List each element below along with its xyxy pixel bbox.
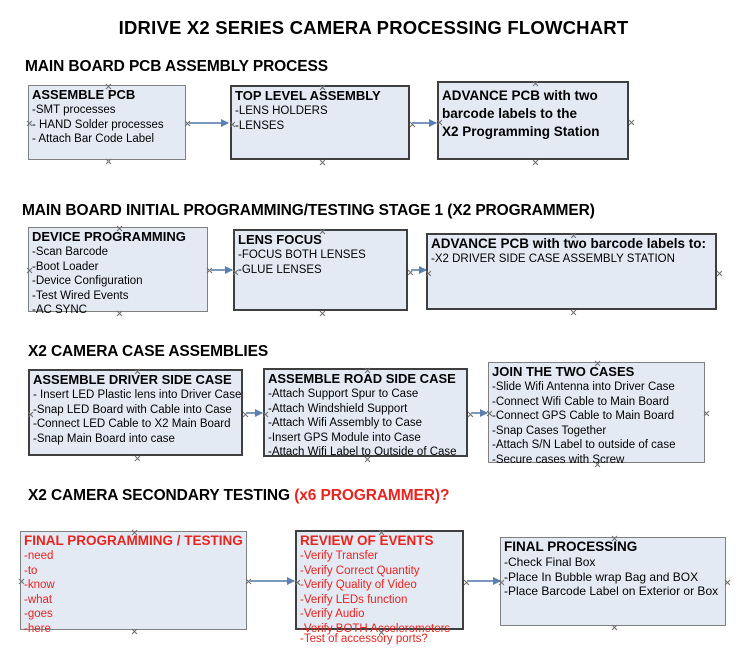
node-final-processing[interactable]: FINAL PROCESSING -Check Final Box -Place… xyxy=(500,537,726,626)
connection-handle-bottom[interactable] xyxy=(134,455,141,462)
node-line: -Device Configuration xyxy=(32,275,143,287)
node-line: -Verify LEDs function xyxy=(300,593,408,606)
node-line: -Scan Barcode xyxy=(32,246,109,258)
node-line: -Verify BOTH Accelerometers xyxy=(300,622,451,635)
node-line: - Insert LED Plastic lens into Driver Ca… xyxy=(33,389,242,401)
node-line: -LENSES xyxy=(235,119,285,132)
connection-handle-top[interactable] xyxy=(532,80,539,87)
node-line: -LENS HOLDERS xyxy=(235,105,328,117)
node-line: -need xyxy=(24,550,54,562)
node-line: -Place In Bubble wrap Bag and BOX xyxy=(504,569,699,584)
connection-handle-left[interactable] xyxy=(425,270,432,277)
node-line: -know xyxy=(24,579,55,591)
node-line: -Verify Quality of Video xyxy=(300,579,417,591)
node-title: DEVICE PROGRAMMING xyxy=(32,229,186,244)
node-line: -Attach S/N Label to outside of case xyxy=(492,439,676,451)
connector-device-programming-to-lens-focus xyxy=(211,265,233,274)
node-line: -Connect Wifi Cable to Main Board xyxy=(492,395,670,408)
connection-handle-bottom[interactable] xyxy=(532,159,539,166)
node-line: -Snap LED Board with Cable into Case xyxy=(33,403,232,416)
node-line: -AC SYNC xyxy=(32,304,87,316)
node-line: -X2 DRIVER SIDE CASE ASSEMBLY STATION xyxy=(431,253,675,265)
node-join-the-two-cases[interactable]: JOIN THE TWO CASES -Slide Wifi Antenna i… xyxy=(488,362,705,466)
connection-handle-bottom[interactable] xyxy=(319,159,326,166)
node-overflow-line: -Test of accessory ports? xyxy=(300,633,428,645)
connection-handle-bottom[interactable] xyxy=(570,309,577,316)
section-heading-text: MAIN BOARD INITIAL PROGRAMMING/TESTING S… xyxy=(22,202,595,219)
node-final-programming-testing[interactable]: FINAL PROGRAMMING / TESTING -need -to -k… xyxy=(20,531,247,635)
node-line: - Attach Bar Code Label xyxy=(32,133,155,145)
node-title: REVIEW OF EVENTS xyxy=(300,533,434,548)
node-device-programming[interactable]: DEVICE PROGRAMMING -Scan Barcode -Boot L… xyxy=(28,227,208,316)
node-line: -Secure cases with Screw xyxy=(492,453,625,466)
node-line: -Verify Audio xyxy=(300,608,365,620)
connector-lens-focus-to-advance-pcb xyxy=(411,265,427,274)
connection-handle-bottom[interactable] xyxy=(319,310,326,317)
connection-handle-right[interactable] xyxy=(716,270,723,277)
node-top-level-assembly[interactable]: TOP LEVEL ASSEMBLY -LENS HOLDERS -LENSES xyxy=(230,85,410,160)
node-line: -Attach Wifi Label to Outside of Case xyxy=(268,446,457,458)
node-line: -Attach Wifi Assembly to Case xyxy=(268,417,423,429)
node-line: barcode labels to the xyxy=(442,106,578,121)
node-line: -Boot Loader xyxy=(32,260,99,273)
connection-handle-right[interactable] xyxy=(628,119,635,126)
node-assemble-driver-side-case[interactable]: ASSEMBLE DRIVER SIDE CASE - Insert LED P… xyxy=(28,369,243,456)
node-title: ASSEMBLE DRIVER SIDE CASE xyxy=(33,372,232,387)
node-title: ASSEMBLE ROAD SIDE CASE xyxy=(268,371,456,386)
node-title: ASSEMBLE PCB xyxy=(32,87,136,102)
node-line: -Attach Windshield Support xyxy=(268,402,408,415)
page-title: IDRIVE X2 SERIES CAMERA PROCESSING FLOWC… xyxy=(118,17,629,38)
node-line: -Snap Main Board into case xyxy=(33,432,175,445)
section-heading-accent: (x6 PROGRAMMER)? xyxy=(294,487,450,504)
node-assemble-pcb[interactable]: ASSEMBLE PCB -SMT processes - HAND Solde… xyxy=(28,85,186,160)
section-heading-x2-camera-secondary-testing: X2 CAMERA SECONDARY TESTING (x6 PROGRAMM… xyxy=(28,487,449,505)
node-line: -Attach Support Spur to Case xyxy=(268,388,419,400)
node-advance-pcb-to-driver-side-case[interactable]: ADVANCE PCB with two barcode labels to: … xyxy=(426,233,717,310)
node-line: -Place Barcode Label on Exterior or Box xyxy=(504,584,719,598)
node-line: -SMT processes xyxy=(32,104,116,116)
node-title: LENS FOCUS xyxy=(238,232,322,247)
node-title: ADVANCE PCB with two barcode labels to: xyxy=(431,236,707,251)
connector-driver-side-to-road-side xyxy=(246,408,263,417)
node-advance-pcb-to-programming-station[interactable]: ADVANCE PCB with two barcode labels to t… xyxy=(437,81,629,160)
node-assemble-road-side-case[interactable]: ASSEMBLE ROAD SIDE CASE -Attach Support … xyxy=(263,368,468,458)
node-line: -Verify Transfer xyxy=(300,550,378,562)
node-line: -Insert GPS Module into Case xyxy=(268,431,421,444)
node-lens-focus[interactable]: LENS FOCUS -FOCUS BOTH LENSES -GLUE LENS… xyxy=(233,229,408,311)
node-title: TOP LEVEL ASSEMBLY xyxy=(235,88,381,103)
connector-review-of-events-to-final-processing xyxy=(467,576,501,585)
section-heading-text: X2 CAMERA CASE ASSEMBLIES xyxy=(28,343,269,360)
section-heading-x2-camera-case-assemblies: X2 CAMERA CASE ASSEMBLIES xyxy=(28,343,268,361)
section-heading-text: X2 CAMERA SECONDARY TESTING xyxy=(28,487,295,504)
node-title: FINAL PROGRAMMING / TESTING xyxy=(24,533,243,548)
node-title: ADVANCE PCB with two xyxy=(442,88,598,103)
node-line: -Connect GPS Cable to Main Board xyxy=(492,410,675,422)
node-line: -Verify Correct Quantity xyxy=(300,564,420,577)
connector-final-programming-to-review-of-events xyxy=(250,576,295,585)
connector-road-side-to-join-cases xyxy=(471,408,488,417)
connection-handle-bottom[interactable] xyxy=(105,158,112,165)
node-title: JOIN THE TWO CASES xyxy=(492,364,635,379)
node-line: -to xyxy=(24,564,38,577)
section-heading-main-board-pcb-assembly: MAIN BOARD PCB ASSEMBLY PROCESS xyxy=(25,58,328,76)
node-line: -Test Wired Events xyxy=(32,289,129,302)
node-line: -Snap Cases Together xyxy=(492,424,607,437)
connection-handle-bottom[interactable] xyxy=(611,624,618,631)
node-title: FINAL PROCESSING xyxy=(504,539,638,554)
node-line: -Slide Wifi Antenna into Driver Case xyxy=(492,381,675,393)
node-line: - HAND Solder processes xyxy=(32,118,164,131)
node-line: X2 Programming Station xyxy=(442,124,600,139)
node-line: -Connect LED Cable to X2 Main Board xyxy=(33,418,231,430)
node-line: -what xyxy=(24,593,53,606)
connector-assemble-pcb-to-top-level-assembly xyxy=(189,118,229,127)
section-heading-main-board-initial-programming: MAIN BOARD INITIAL PROGRAMMING/TESTING S… xyxy=(22,202,595,220)
connector-top-level-assembly-to-advance-pcb xyxy=(412,118,437,127)
node-line: -FOCUS BOTH LENSES xyxy=(238,249,366,261)
node-line: -Check Final Box xyxy=(504,555,596,569)
node-line: -here xyxy=(24,622,51,635)
node-line: -GLUE LENSES xyxy=(238,263,322,276)
section-heading-text: MAIN BOARD PCB ASSEMBLY PROCESS xyxy=(25,58,328,75)
node-review-of-events[interactable]: REVIEW OF EVENTS -Verify Transfer -Verif… xyxy=(295,530,464,645)
node-line: -goes xyxy=(24,608,53,620)
